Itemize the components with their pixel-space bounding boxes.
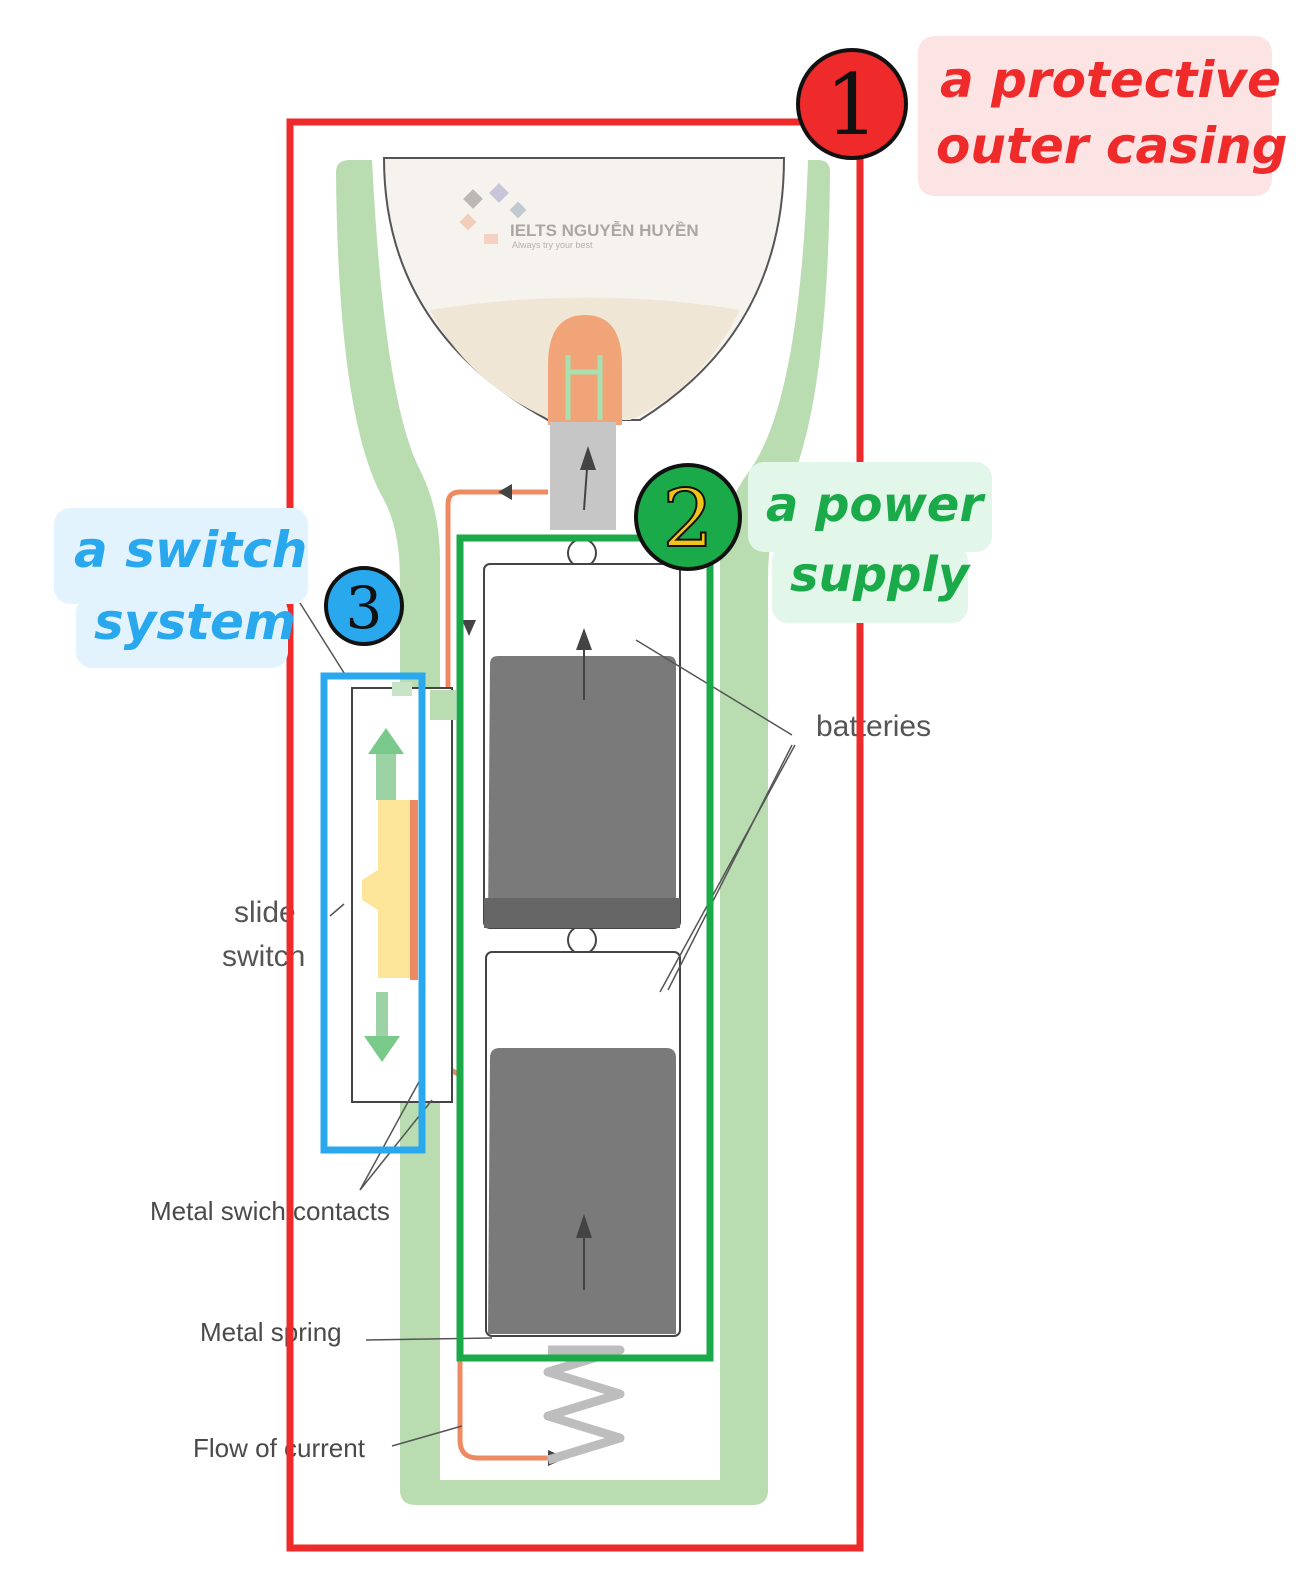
bulb [548,315,622,530]
switch-highlight-box [320,672,426,1154]
battery-terminal-mid [567,925,597,955]
callout-switch-b [76,596,288,668]
badge-3-number: 3 [346,574,383,642]
battery-top [483,563,681,929]
label-metal-spring: Metal spring [200,1317,342,1347]
callout-casing-line2: outer casing [936,117,1288,175]
badge-3: 3 [324,566,404,646]
badge-1-number: 1 [825,56,878,154]
battery-terminal-top [567,538,597,568]
callout-switch-line1: a switch [74,521,308,579]
watermark-tagline: Always try your best [512,240,593,250]
watermark-brand: IELTS NGUYỄN HUYỀN [510,221,699,240]
callout-power [748,462,992,552]
badge-2: 2 [634,463,742,571]
label-batteries: batteries [816,710,931,743]
power-highlight-box [456,534,714,1362]
badge-2-number: 2 [663,472,714,565]
watermark-logo: IELTS NGUYỄN HUYỀN Always try your best [459,183,699,250]
label-slide-switch-1: slide [234,896,296,929]
metal-spring [543,1345,625,1465]
callout-casing [918,36,1272,196]
badge-1: 1 [796,48,908,160]
callout-switch-line2: system [94,593,297,651]
label-metal-contacts: Metal swich contacts [150,1196,390,1226]
label-flow-current: Flow of current [193,1433,366,1463]
callout-power-b [772,545,968,623]
current-arrow-left [462,620,476,636]
current-arrow-top [498,484,512,500]
slide-switch [351,682,456,1103]
casing-highlight-box [286,118,864,1552]
battery-bottom [485,951,681,1337]
callout-casing-line1: a protective [940,51,1281,109]
callout-switch [54,508,308,604]
callout-power-line2: supply [790,547,970,603]
callout-power-line1: a power [766,477,984,533]
